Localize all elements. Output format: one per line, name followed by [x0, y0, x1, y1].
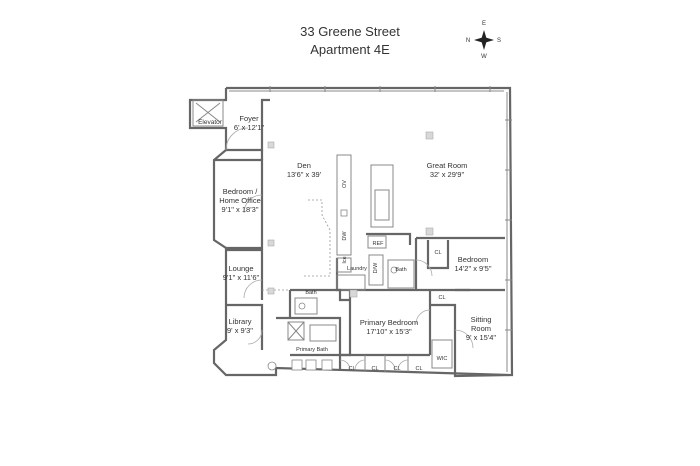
- exterior-walls: [188, 86, 514, 378]
- room-bedroom-dims: 14'2" x 9'5": [455, 264, 492, 273]
- room-bedroom-office-name: Bedroom /: [223, 187, 259, 196]
- room-den-name: Den: [297, 161, 311, 170]
- room-bedroom-office-dims: 9'1" x 18'3": [222, 205, 259, 214]
- closet-1-label: CL: [348, 366, 355, 372]
- room-lounge-dims: 9'1" x 11'6": [223, 273, 260, 282]
- lounge-bath-label: Bath: [305, 290, 316, 296]
- oven-label: OV: [342, 180, 348, 188]
- compass-w: W: [481, 54, 487, 60]
- room-primary-bedroom-dims: 17'10" x 15'3": [366, 327, 412, 336]
- door-swings: [225, 127, 474, 371]
- apartment-title: Apartment 4E: [310, 42, 390, 57]
- ice-label: Ice: [342, 256, 348, 263]
- room-primary-bedroom-name: Primary Bedroom: [360, 318, 418, 327]
- kitchen-bath-label: Bath: [395, 267, 406, 273]
- fixture-labels: OV DW REF Ice Laundry D/W Bath Bath Prim…: [296, 180, 447, 372]
- closet-3-label: CL: [393, 366, 400, 372]
- address-title: 33 Greene Street: [300, 24, 400, 39]
- closet-bedroom-label: CL: [434, 250, 441, 256]
- room-foyer-name: Foyer: [239, 114, 259, 123]
- room-sitting-name: Sitting: [471, 315, 492, 324]
- room-labels: Elevator Foyer 6' x 12'1" Den 13'6" x 39…: [198, 114, 496, 342]
- room-bedroom-name: Bedroom: [458, 255, 488, 264]
- interior-walls: [214, 98, 505, 372]
- primary-bath-label: Primary Bath: [296, 347, 328, 353]
- compass-s: S: [497, 38, 501, 44]
- closet-2-label: CL: [371, 366, 378, 372]
- room-bedroom-office-name2: Home Office: [219, 196, 261, 205]
- room-sitting-dims: 9' x 15'4": [466, 333, 496, 342]
- room-den-dims: 13'6" x 39': [287, 170, 322, 179]
- room-lounge-name: Lounge: [228, 264, 253, 273]
- room-foyer-dims: 6' x 12'1": [234, 123, 264, 132]
- wic-label: WIC: [437, 356, 448, 362]
- room-great-room-dims: 32' x 29'9": [430, 170, 465, 179]
- room-great-room-name: Great Room: [427, 161, 468, 170]
- compass-rose-icon: E N S W: [466, 21, 501, 60]
- room-library-name: Library: [229, 317, 252, 326]
- room-sitting-name2: Room: [471, 324, 491, 333]
- closet-4-label: CL: [415, 366, 422, 372]
- elevator-shaft: [192, 99, 224, 127]
- dw2-label: D/W: [373, 262, 379, 274]
- laundry-label: Laundry: [347, 266, 367, 272]
- compass-e: E: [482, 21, 486, 27]
- compass-n: N: [466, 38, 470, 44]
- room-elevator-name: Elevator: [198, 119, 223, 126]
- dishwasher-label: DW: [342, 231, 348, 241]
- structural-columns: [267, 131, 434, 371]
- refrigerator-label: REF: [373, 241, 385, 247]
- closet-sitting-label: CL: [438, 295, 445, 301]
- room-library-dims: 9' x 9'3": [227, 326, 253, 335]
